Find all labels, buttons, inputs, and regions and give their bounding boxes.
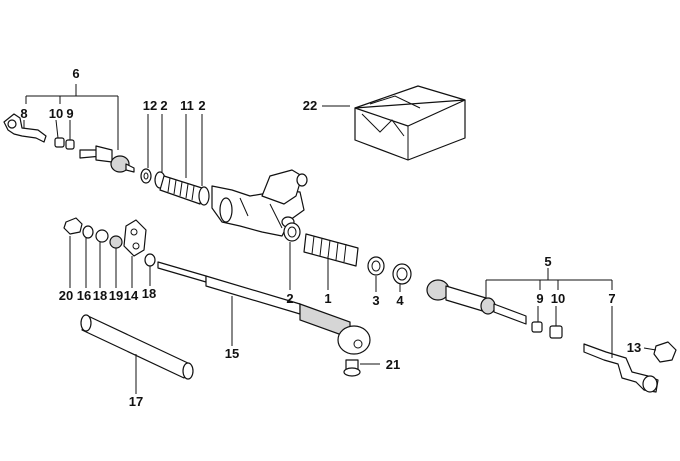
- callout-9-left: 9: [66, 106, 73, 121]
- callout-labels: 6 8 10 9 12 2 11 2 22 2 1 3 4 5 9 10 7 1…: [20, 66, 641, 409]
- callout-13: 13: [627, 340, 641, 355]
- leader-lines: [23, 84, 657, 394]
- callout-2-a: 2: [160, 98, 167, 113]
- callout-10-left: 10: [49, 106, 63, 121]
- callout-15: 15: [225, 346, 239, 361]
- part-13-nut: [653, 341, 677, 363]
- part-22-kit-box: [354, 85, 466, 161]
- part-8-outer-tie-rod-left: [3, 113, 47, 143]
- callout-17: 17: [129, 394, 143, 409]
- part-1-bellows-boot-right: [303, 233, 359, 267]
- callout-3: 3: [372, 293, 379, 308]
- callout-10-right: 10: [551, 291, 565, 306]
- steering-gear-housing: [211, 169, 308, 237]
- part-10-nut-left: [54, 137, 65, 148]
- part-4-ring: [392, 263, 412, 285]
- part-7-outer-tie-rod-right: [583, 343, 659, 393]
- part-19-bushing: [109, 235, 123, 249]
- callout-6: 6: [72, 66, 79, 81]
- callout-11: 11: [180, 98, 194, 113]
- part-20-nut: [63, 217, 83, 235]
- part-15-steering-rack: [157, 261, 371, 355]
- callout-9-right: 9: [536, 291, 543, 306]
- callout-18-a: 18: [93, 288, 107, 303]
- part-9-nut-right: [531, 321, 543, 333]
- part-18-bushing-a: [95, 229, 109, 243]
- callout-22: 22: [303, 98, 317, 113]
- part-2-clamp-b: [198, 186, 210, 206]
- callout-16: 16: [77, 288, 91, 303]
- part-6-inner-tie-rod-left: [79, 145, 135, 173]
- callout-21: 21: [386, 357, 400, 372]
- callout-5: 5: [544, 254, 551, 269]
- part-2-clamp-c: [283, 222, 301, 242]
- callout-7: 7: [608, 291, 615, 306]
- part-9-nut-left: [65, 139, 75, 150]
- callout-2-c: 2: [286, 291, 293, 306]
- part-17-tube: [80, 314, 194, 380]
- callout-19: 19: [109, 288, 123, 303]
- part-21-bolt: [343, 359, 361, 377]
- callout-4: 4: [396, 293, 404, 308]
- callout-20: 20: [59, 288, 73, 303]
- callout-18-b: 18: [142, 286, 156, 301]
- callout-2-b: 2: [198, 98, 205, 113]
- part-18-bushing-b: [144, 253, 156, 267]
- callout-8: 8: [20, 106, 27, 121]
- part-16-washer: [82, 225, 94, 239]
- part-5-inner-tie-rod-right: [426, 279, 527, 325]
- callout-12: 12: [143, 98, 157, 113]
- part-12-clip: [140, 168, 152, 184]
- callout-1: 1: [324, 291, 331, 306]
- part-14-bracket: [123, 219, 147, 257]
- part-11-bellows-boot-left: [159, 175, 203, 205]
- callout-14: 14: [124, 288, 139, 303]
- part-3-clamp: [367, 256, 385, 276]
- part-10-nut-right: [549, 325, 563, 339]
